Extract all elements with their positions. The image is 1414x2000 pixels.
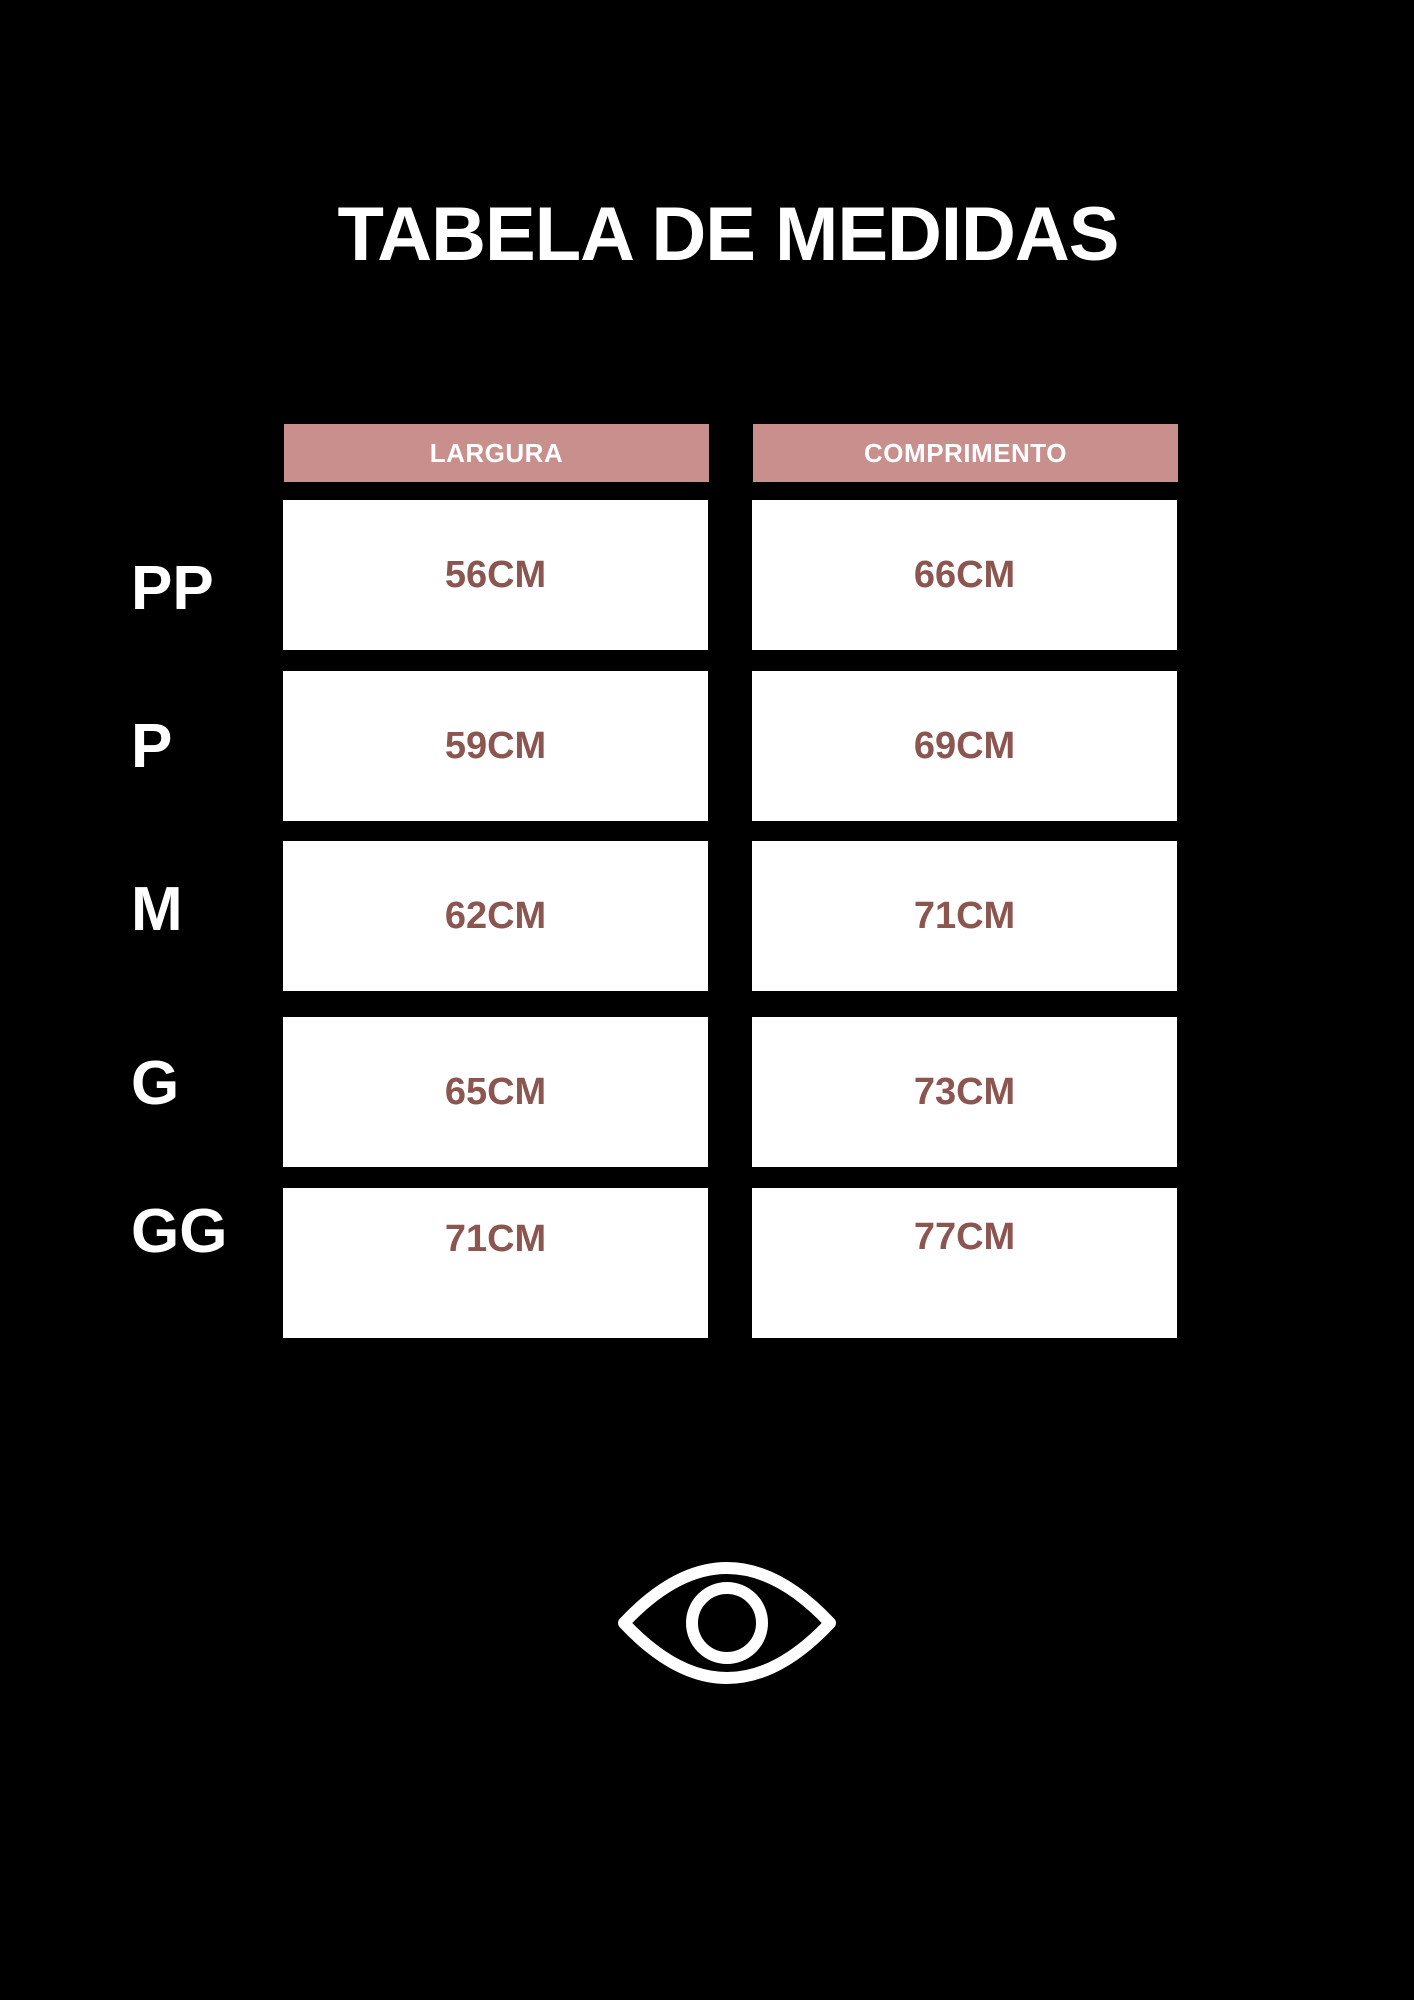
width-cell-p: 59CM <box>283 671 708 821</box>
width-cell-pp: 56CM <box>283 500 708 650</box>
width-cell-gg: 71CM <box>283 1188 708 1338</box>
width-value: 59CM <box>444 724 547 767</box>
length-value: 71CM <box>913 894 1016 937</box>
page-title: TABELA DE MEDIDAS <box>337 192 1120 277</box>
width-value: 62CM <box>444 894 547 937</box>
eye-icon <box>618 1562 836 1684</box>
width-cell-g: 65CM <box>283 1017 708 1167</box>
width-value: 71CM <box>444 1218 547 1260</box>
width-value: 56CM <box>444 553 547 596</box>
size-label-gg: GG <box>131 1197 228 1266</box>
length-cell-g: 73CM <box>752 1017 1177 1167</box>
width-cell-m: 62CM <box>283 841 708 991</box>
length-cell-pp: 66CM <box>752 500 1177 650</box>
size-label-p: P <box>131 712 173 781</box>
length-value: 73CM <box>913 1070 1016 1113</box>
size-label-g: G <box>131 1049 180 1118</box>
width-value: 65CM <box>444 1070 547 1113</box>
size-label-m: M <box>131 875 183 944</box>
column-header-width: LARGURA <box>284 424 709 482</box>
length-cell-p: 69CM <box>752 671 1177 821</box>
length-value: 69CM <box>913 724 1016 767</box>
length-value: 77CM <box>913 1216 1016 1258</box>
length-cell-m: 71CM <box>752 841 1177 991</box>
size-label-pp: PP <box>131 554 214 623</box>
length-value: 66CM <box>913 553 1016 596</box>
column-header-length: COMPRIMENTO <box>753 424 1178 482</box>
length-cell-gg: 77CM <box>752 1188 1177 1338</box>
